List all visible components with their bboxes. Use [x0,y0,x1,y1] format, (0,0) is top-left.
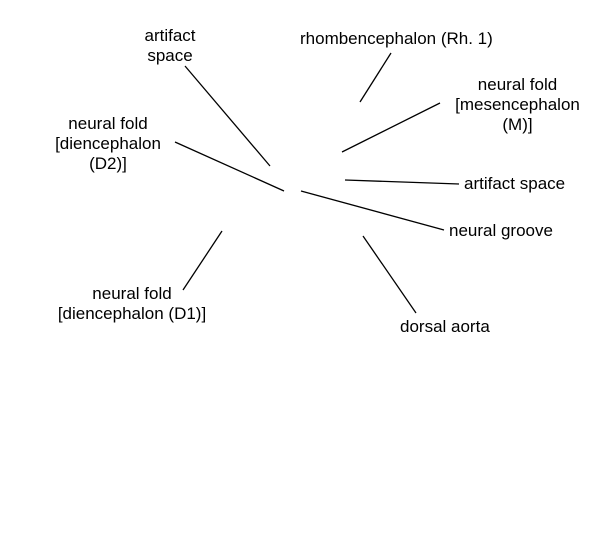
label-dorsal-aorta: dorsal aorta [400,317,490,337]
label-line: neural fold [68,114,148,133]
label-neural-fold-diencephalon-d1: neural fold [diencephalon (D1)] [37,284,227,324]
label-line: artifact space [464,174,566,193]
leader-neural-fold-d2 [174,141,285,192]
label-line: dorsal aorta [400,317,490,336]
leader-neural-groove [300,190,445,231]
label-line: neural fold [92,284,172,303]
leader-dorsal-aorta [362,235,417,314]
leader-neural-fold-mesencephalon [341,102,441,153]
leader-artifact-space-top [184,65,271,167]
leader-neural-fold-d1 [182,230,223,291]
label-neural-fold-mesencephalon: neural fold [mesencephalon (M)] [440,75,595,135]
label-line: [diencephalon [55,134,161,153]
label-line: (D2)] [89,154,127,173]
label-line: [mesencephalon [455,95,580,114]
leader-rhombencephalon [359,52,392,103]
label-line: neural fold [477,75,558,94]
label-neural-fold-diencephalon-d2: neural fold [diencephalon (D2)] [38,114,178,174]
label-line: space [147,46,193,65]
label-line: neural groove [449,221,553,240]
label-artifact-space-top: artifact space [130,26,210,66]
leader-artifact-space-right [344,179,460,185]
label-artifact-space-right: artifact space [464,174,565,194]
label-line: artifact [144,26,196,45]
label-neural-groove: neural groove [449,221,553,241]
label-line: [diencephalon (D1)] [57,304,207,323]
label-line: rhombencephalon (Rh. 1) [300,29,493,48]
label-line: (M)] [502,115,533,134]
label-rhombencephalon: rhombencephalon (Rh. 1) [300,29,493,49]
